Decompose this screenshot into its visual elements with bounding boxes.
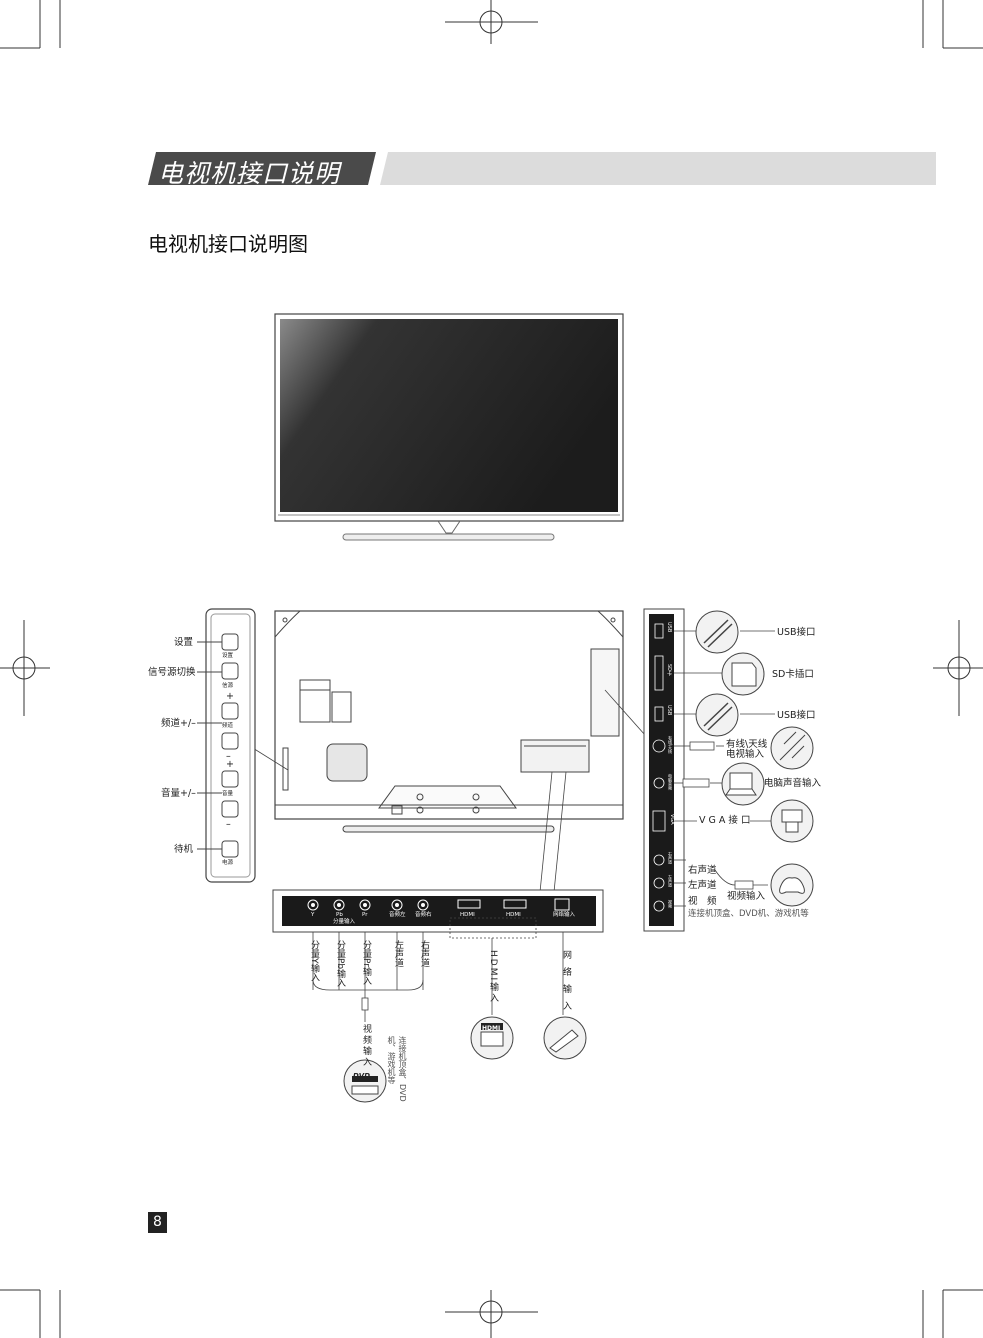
side-label-settings: 设置: [174, 637, 194, 648]
callout-video-input: 视频输入: [361, 1024, 371, 1068]
callout-left-channel: 左声道: [393, 940, 403, 967]
callout-component-pb: 分量Pb输入: [335, 940, 345, 988]
button-text-volume: 音量: [222, 791, 234, 797]
label-antenna-2: 电视输入: [726, 749, 765, 760]
callout-right-channel: 右声道: [419, 940, 429, 967]
callout-component-y: 分量Y输入: [309, 940, 319, 982]
callout-network-input: 网络输入: [561, 950, 571, 1018]
rport-pc-audio: 电脑音频: [668, 774, 673, 790]
port-label-component: 分量输入: [333, 919, 356, 925]
dvd-logo: DVD: [353, 1072, 371, 1080]
side-label-standby: 待机: [174, 844, 194, 855]
side-label-source: 信号源切换: [148, 667, 196, 678]
label-vga: V G A 接 口: [699, 815, 751, 826]
label-usb-2: USB接口: [777, 710, 816, 721]
label-video: 视 频: [688, 896, 717, 907]
page-number: 8: [148, 1212, 167, 1233]
button-text-power: 电源: [222, 860, 234, 866]
button-text-settings: 设置: [222, 653, 234, 659]
side-label-channel: 频道+/–: [161, 718, 196, 729]
port-label-hdmi-2: HDMI: [506, 912, 521, 918]
side-panel-art: [197, 608, 256, 883]
label-pc-audio: 电脑声音输入: [764, 778, 822, 789]
rport-video: 视频: [668, 900, 673, 908]
bottom-panel-art: [272, 889, 604, 1103]
rport-sd: SD卡: [666, 664, 672, 677]
volume-plus: +: [226, 759, 234, 770]
banner-bar: [380, 152, 936, 185]
callout-connect-note: 连接机顶盒、DVD机、游戏机等: [387, 1036, 407, 1102]
section-banner: 电视机接口说明: [148, 152, 936, 185]
port-label-pr: Pr: [362, 912, 368, 918]
rport-usb-1: USB: [666, 622, 672, 633]
button-text-channel: 频道: [222, 723, 234, 729]
port-label-audio-right: 音频右: [415, 912, 432, 918]
port-label-hdmi-1: HDMI: [460, 912, 475, 918]
banner-title: 电视机接口说明: [158, 159, 341, 188]
rport-left-ch: 左声道: [668, 875, 673, 887]
port-label-audio-left: 音频左: [389, 912, 406, 918]
hdmi-logo: HDMI: [482, 1025, 501, 1032]
label-left-channel: 左声道: [688, 880, 717, 891]
label-right-channel: 右声道: [688, 865, 717, 876]
volume-minus: –: [226, 819, 231, 830]
callout-component-pr: 分量Pr输入: [361, 940, 371, 985]
callout-hdmi-input: HDMI输入: [488, 950, 498, 1005]
channel-plus: +: [226, 691, 234, 702]
right-panel-art: [643, 608, 814, 932]
banner-title-bg: 电视机接口说明: [148, 152, 376, 185]
front-tv: [274, 313, 624, 541]
rport-vga: VGA: [669, 814, 675, 825]
rport-right-ch: 右声道: [668, 852, 673, 864]
label-connect-note: 连接机顶盒、DVD机、游戏机等: [688, 909, 809, 919]
port-label-y: Y: [311, 912, 315, 918]
label-sd-slot: SD卡插口: [772, 669, 814, 680]
rport-antenna: 有线\天线: [668, 736, 673, 754]
rear-tv: [239, 610, 646, 893]
page-subtitle: 电视机接口说明图: [148, 232, 308, 256]
label-video-input: 视频输入: [727, 891, 766, 902]
rport-usb-2: USB: [666, 705, 672, 716]
channel-minus: –: [226, 751, 231, 762]
button-text-source: 信源: [222, 683, 234, 689]
port-label-pb: Pb: [336, 912, 343, 918]
label-antenna-1: 有线\天线: [726, 739, 768, 750]
side-label-volume: 音量+/–: [161, 788, 196, 799]
port-label-network: 网络输入: [553, 912, 576, 918]
label-usb-1: USB接口: [777, 627, 816, 638]
